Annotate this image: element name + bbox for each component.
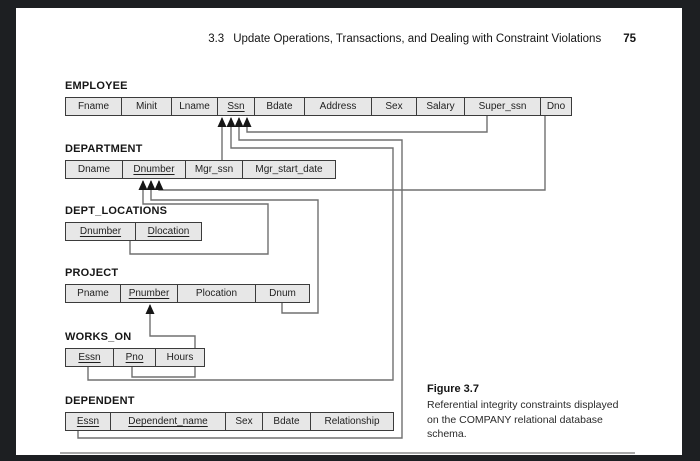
column-cell: Mgr_start_date [255, 164, 323, 175]
table-employee: EMPLOYEE Fname Minit Lname Ssn Bdate Add… [65, 80, 572, 116]
column-cell-key: Dnumber [123, 161, 186, 178]
column-cell-key: Dlocation [147, 226, 190, 237]
viewer-frame-right [682, 0, 700, 461]
table-name: DEPENDENT [65, 395, 135, 407]
table-row: Pname Pnumber Plocation Dnum [65, 284, 310, 303]
column-cell: Super_ssn [465, 98, 541, 115]
table-row: Fname Minit Lname Ssn Bdate Address Sex … [65, 97, 572, 116]
table-row: Dnumber Dlocation [65, 222, 202, 241]
column-cell: Bdate [263, 413, 311, 430]
column-cell-key: Essn [66, 413, 111, 430]
column-cell: Address [305, 98, 372, 115]
section-number: 3.3 [208, 33, 225, 45]
column-cell-key: Ssn [218, 98, 255, 115]
caption-line: on the COMPANY relational database [427, 413, 603, 426]
table-works-on: WORKS_ON Essn Pno Hours [65, 331, 205, 367]
section-title: Update Operations, Transactions, and Dea… [233, 33, 602, 45]
running-head: 3.3 Update Operations, Transactions, and … [16, 33, 636, 45]
column-cell: Hours [166, 352, 194, 363]
column-cell: Pname [66, 285, 121, 302]
column-cell: Plocation [178, 285, 256, 302]
page-number: 75 [623, 33, 636, 45]
table-name: DEPARTMENT [65, 143, 143, 155]
table-department: DEPARTMENT Dname Dnumber Mgr_ssn Mgr_sta… [65, 143, 336, 179]
column-cell: Lname [172, 98, 218, 115]
column-cell: Bdate [255, 98, 305, 115]
caption-line: Referential integrity constraints displa… [427, 399, 619, 411]
page-bottom-rule [60, 452, 635, 454]
table-project: PROJECT Pname Pnumber Plocation Dnum [65, 267, 310, 303]
viewer-frame-top [0, 0, 700, 8]
table-name: EMPLOYEE [65, 80, 128, 92]
caption-line: schema. [427, 428, 467, 440]
column-cell: Dname [66, 161, 123, 178]
column-cell: Salary [417, 98, 465, 115]
table-row: Dname Dnumber Mgr_ssn Mgr_start_date [65, 160, 336, 179]
table-name: WORKS_ON [65, 331, 132, 343]
column-cell-key: Pnumber [121, 285, 178, 302]
viewer-frame-bottom [0, 455, 700, 461]
figure-caption: Figure 3.7 Referential integrity constra… [427, 383, 652, 442]
column-cell: Dno [546, 101, 566, 112]
table-name: PROJECT [65, 267, 119, 279]
table-name: DEPT_LOCATIONS [65, 205, 168, 217]
column-cell: Relationship [324, 416, 380, 427]
column-cell: Minit [122, 98, 172, 115]
viewer-frame-left [0, 0, 16, 461]
column-cell-key: Pno [114, 349, 156, 366]
column-cell-key: Dnumber [66, 223, 136, 240]
column-cell-key: Essn [66, 349, 114, 366]
column-cell: Sex [226, 413, 263, 430]
column-cell: Fname [66, 98, 122, 115]
table-row: Essn Pno Hours [65, 348, 205, 367]
column-cell: Mgr_ssn [186, 161, 243, 178]
table-dependent: DEPENDENT Essn Dependent_name Sex Bdate … [65, 395, 394, 431]
column-cell-key: Dependent_name [111, 413, 226, 430]
table-dept-locations: DEPT_LOCATIONS Dnumber Dlocation [65, 205, 202, 241]
figure-label: Figure 3.7 [427, 383, 479, 395]
table-row: Essn Dependent_name Sex Bdate Relationsh… [65, 412, 394, 431]
column-cell: Sex [372, 98, 417, 115]
column-cell: Dnum [269, 288, 296, 299]
fk-superssn-to-ssn [242, 116, 488, 133]
